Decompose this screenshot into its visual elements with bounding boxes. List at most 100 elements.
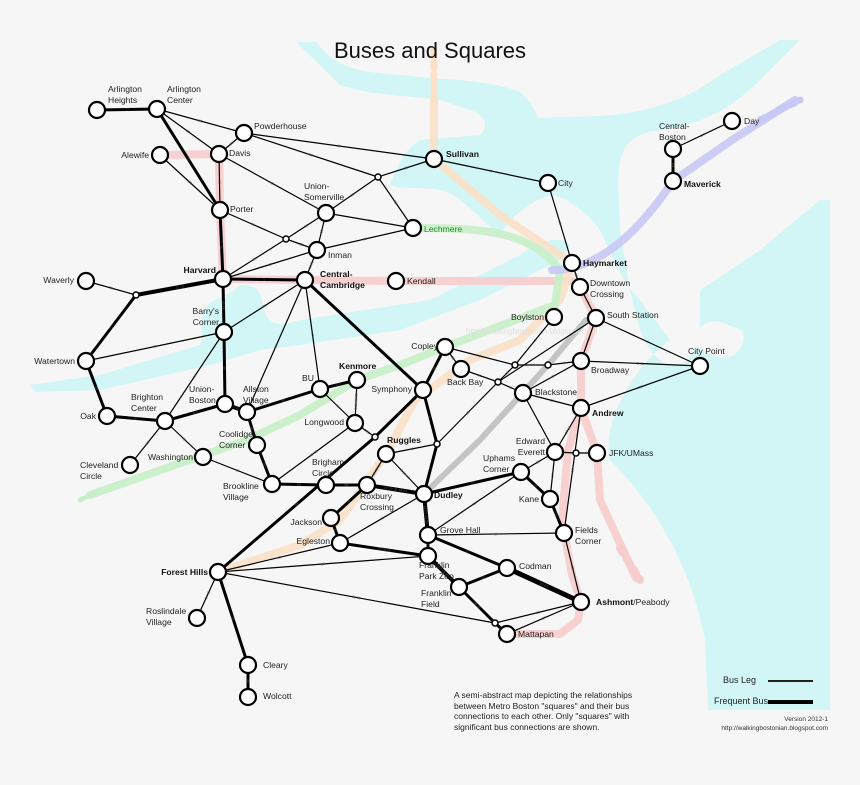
- station-jfk_umass[interactable]: JFK/UMass: [587, 443, 653, 463]
- station-egleston[interactable]: Egleston: [297, 533, 350, 553]
- station-city[interactable]: City: [538, 173, 574, 193]
- bus-edge-grove_hall-fields_corner[interactable]: [427, 532, 565, 536]
- bus-edge-ruggles-dudley[interactable]: [385, 453, 425, 495]
- station-marker[interactable]: [321, 508, 341, 528]
- station-blackstone[interactable]: Blackstone: [513, 383, 577, 403]
- bus-edge-arlington_center-porter[interactable]: [155, 108, 222, 211]
- bus-edge-alewife-porter[interactable]: [159, 154, 221, 211]
- station-south_station[interactable]: South Station: [586, 308, 659, 328]
- bus-edge-andrew-fields_corner[interactable]: [563, 407, 582, 534]
- station-kenmore[interactable]: Kenmore: [339, 361, 376, 390]
- bus-edge-powderhouse-j_somerville[interactable]: [243, 132, 379, 178]
- station-oak[interactable]: Oak: [80, 406, 117, 426]
- station-codman[interactable]: Codman: [497, 558, 552, 578]
- bus-edge-porter-harvard[interactable]: [218, 209, 225, 280]
- station-marker[interactable]: [208, 562, 228, 582]
- station-jackson[interactable]: Jackson: [290, 508, 341, 528]
- bus-edge-symphony-j_ruggles[interactable]: [373, 388, 425, 439]
- station-marker[interactable]: [120, 455, 140, 475]
- bus-edge-sullivan-city[interactable]: [433, 158, 549, 184]
- station-marker[interactable]: [234, 123, 254, 143]
- station-watertown[interactable]: Watertown: [34, 351, 96, 371]
- bus-edge-inman-harvard[interactable]: [222, 249, 318, 280]
- station-marker[interactable]: [413, 380, 433, 400]
- station-marker[interactable]: [247, 435, 267, 455]
- station-marker[interactable]: [295, 270, 315, 290]
- station-marker[interactable]: [215, 394, 235, 414]
- bus-edge-j_somerville-sullivan[interactable]: [377, 158, 435, 178]
- station-cleary[interactable]: Cleary: [238, 655, 289, 675]
- station-central_boston[interactable]: Central-Boston: [659, 121, 690, 159]
- bus-edge-central_cambridge-allston_village[interactable]: [246, 279, 306, 413]
- bus-edge-watertown-oak[interactable]: [84, 360, 109, 417]
- station-haymarket[interactable]: Haymarket: [562, 253, 627, 273]
- bus-edge-powderhouse-sullivan[interactable]: [243, 132, 435, 160]
- bus-edge-forest_hills-egleston[interactable]: [217, 542, 341, 573]
- station-alewife[interactable]: Alewife: [121, 145, 170, 165]
- station-boylston[interactable]: Boylston: [511, 307, 564, 327]
- bus-edge-j_copley-j_backbay[interactable]: [497, 364, 516, 383]
- bus-edge-inman-lechmere[interactable]: [316, 227, 414, 251]
- bus-edge-uphams_corner-grove_hall[interactable]: [427, 471, 522, 536]
- bus-edge-south_station-j_backbay[interactable]: [497, 317, 597, 383]
- station-marker[interactable]: [386, 271, 406, 291]
- station-marker[interactable]: [87, 100, 107, 120]
- station-marker[interactable]: [451, 359, 471, 379]
- station-marker[interactable]: [449, 577, 469, 597]
- bus-edge-city-haymarket[interactable]: [547, 182, 573, 264]
- station-kane[interactable]: Kane: [519, 489, 560, 509]
- station-marker[interactable]: [424, 149, 444, 169]
- bus-edge-j_backbay-j_symphony[interactable]: [436, 381, 499, 445]
- bus-edge-j_ruggles-forest_hills[interactable]: [217, 435, 376, 574]
- bus-edge-watertown-barrys_corner[interactable]: [85, 331, 225, 362]
- bus-edge-boylston-j_copley[interactable]: [514, 316, 555, 366]
- bus-edge-grove_hall-codman[interactable]: [427, 533, 508, 570]
- station-marker[interactable]: [193, 447, 213, 467]
- station-marker[interactable]: [587, 443, 607, 463]
- station-central_cambridge[interactable]: Central-Cambridge: [295, 269, 365, 290]
- station-day[interactable]: Day: [722, 111, 760, 131]
- station-marker[interactable]: [722, 111, 742, 131]
- station-ashmont[interactable]: Ashmont/Peabody: [571, 592, 670, 612]
- station-marker[interactable]: [97, 406, 117, 426]
- bus-edge-arlington_heights-arlington_center[interactable]: [96, 107, 158, 112]
- station-marker[interactable]: [330, 533, 350, 553]
- bus-edge-j_inman-harvard[interactable]: [222, 238, 287, 280]
- bus-edge-roxbury_crossing-dudley[interactable]: [366, 483, 425, 496]
- bus-edge-j_somerville-lechmere[interactable]: [377, 176, 414, 229]
- station-marker[interactable]: [345, 413, 365, 433]
- station-marker[interactable]: [690, 356, 710, 376]
- station-marker[interactable]: [403, 218, 423, 238]
- station-marker[interactable]: [347, 370, 367, 390]
- bus-edge-barrys_corner-union_boston[interactable]: [222, 331, 227, 405]
- station-marker[interactable]: [214, 322, 234, 342]
- bus-edge-symphony-j_symphony[interactable]: [421, 389, 439, 445]
- bus-edge-davis-union_somerville[interactable]: [218, 153, 327, 214]
- bus-edge-harvard-central_cambridge[interactable]: [222, 277, 306, 282]
- bus-edge-blackstone-edward_everett[interactable]: [522, 392, 556, 453]
- station-lechmere[interactable]: Lechmere: [403, 218, 462, 238]
- station-marker[interactable]: [571, 351, 591, 371]
- station-marker[interactable]: [571, 398, 591, 418]
- station-davis[interactable]: Davis: [209, 144, 251, 164]
- station-marker[interactable]: [562, 253, 582, 273]
- station-marker[interactable]: [376, 444, 396, 464]
- station-marker[interactable]: [554, 523, 574, 543]
- station-marker[interactable]: [538, 173, 558, 193]
- station-marker[interactable]: [155, 411, 175, 431]
- station-back_bay[interactable]: Back Bay: [447, 359, 484, 387]
- station-washington[interactable]: Washington: [148, 447, 213, 467]
- station-marker[interactable]: [497, 624, 517, 644]
- bus-edge-j_waverly-watertown[interactable]: [84, 294, 138, 362]
- bus-edge-central_cambridge-symphony[interactable]: [303, 278, 425, 392]
- station-dudley[interactable]: Dudley: [414, 484, 463, 504]
